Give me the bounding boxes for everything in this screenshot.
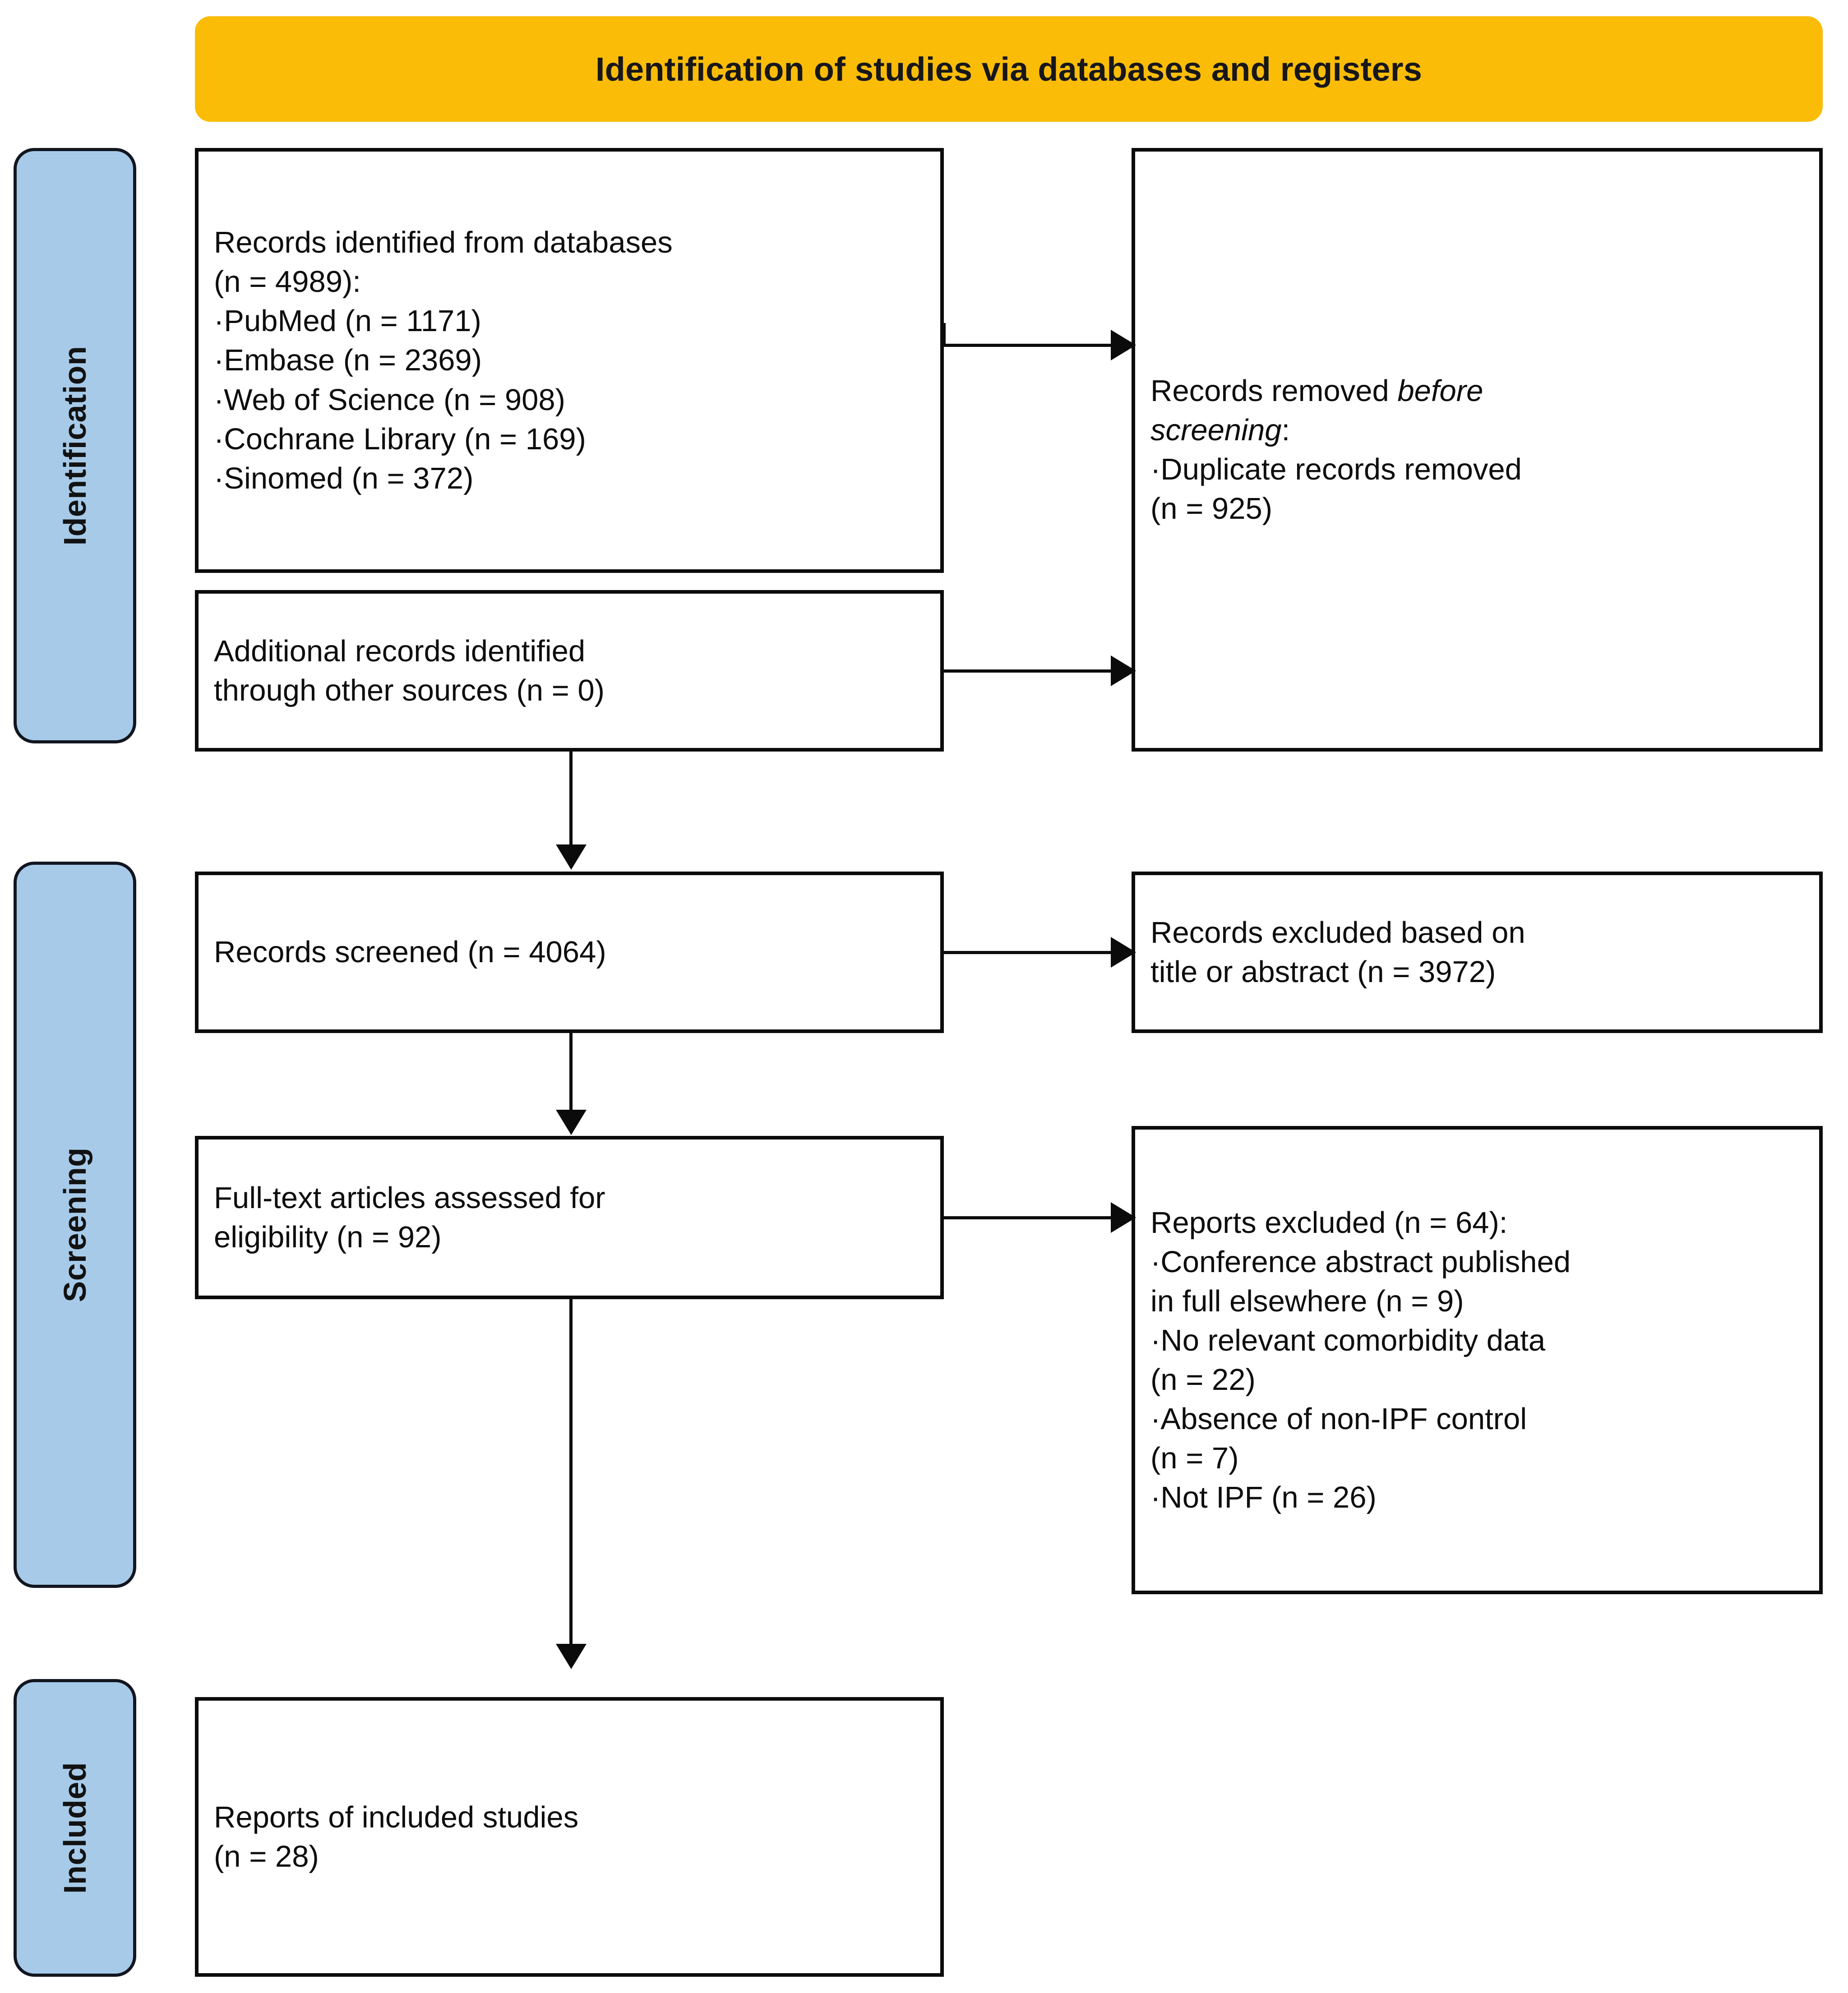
box-reports-excluded: Reports excluded (n = 64): ·Conference a…: [1132, 1126, 1823, 1594]
connector-fulltext-to-included: [569, 1298, 573, 1647]
line-records-removed-0: Records removed before: [1150, 371, 1804, 411]
line-records-identified-1: (n = 4989):: [214, 265, 361, 299]
connector-additional-to-screened: [569, 752, 573, 847]
box-reports-included-text: Reports of included studies (n = 28): [199, 1798, 940, 1876]
line-fulltext-assessed-0: Full-text articles assessed for: [214, 1181, 605, 1215]
connector-screened-to-excluded: [942, 951, 1114, 954]
connector-screened-to-fulltext: [569, 1032, 573, 1112]
line-reports-excluded-7: ·Not IPF (n = 26): [1150, 1481, 1377, 1515]
line-records-removed-2: ·Duplicate records removed: [1150, 452, 1522, 486]
line-records-identified-6: ·Sinomed (n = 372): [214, 461, 474, 495]
stage-label-identification: Identification: [57, 346, 92, 546]
text-records-removed-italic-screening: screening: [1150, 413, 1282, 447]
text-records-removed-colon: :: [1281, 413, 1290, 447]
line-fulltext-assessed-1: eligibility (n = 92): [214, 1220, 442, 1254]
stage-bar-included: Included: [14, 1679, 136, 1977]
text-records-removed-italic-before: before: [1397, 374, 1483, 408]
line-reports-excluded-4: (n = 22): [1150, 1363, 1256, 1397]
line-records-identified-5: ·Cochrane Library (n = 169): [214, 422, 586, 456]
arrowhead-additional-to-removed: [1111, 655, 1136, 686]
arrowhead-fulltext-to-reports-excluded: [1111, 1202, 1136, 1233]
stage-bar-identification: Identification: [14, 148, 136, 743]
line-records-excluded-1: title or abstract (n = 3972): [1150, 955, 1496, 989]
box-records-removed-text: Records removed before screening: ·Dupli…: [1135, 371, 1819, 528]
line-reports-included-0: Reports of included studies: [214, 1800, 579, 1834]
stage-label-screening: Screening: [57, 1147, 92, 1302]
line-additional-records-1: through other sources (n = 0): [214, 674, 605, 707]
box-records-excluded: Records excluded based on title or abstr…: [1132, 872, 1823, 1033]
box-records-excluded-text: Records excluded based on title or abstr…: [1135, 913, 1819, 992]
arrowhead-additional-to-screened: [556, 844, 587, 870]
line-records-identified-3: ·Embase (n = 2369): [214, 343, 482, 378]
stage-bar-screening: Screening: [14, 862, 136, 1588]
stage-label-included: Included: [57, 1762, 92, 1894]
arrowhead-screened-to-fulltext: [556, 1110, 587, 1135]
box-reports-excluded-text: Reports excluded (n = 64): ·Conference a…: [1135, 1203, 1819, 1518]
line-reports-excluded-5: ·Absence of non-IPF control: [1150, 1402, 1527, 1436]
box-additional-records: Additional records identified through ot…: [195, 590, 944, 752]
banner-identification-header: Identification of studies via databases …: [195, 16, 1823, 122]
box-records-screened: Records screened (n = 4064): [195, 872, 944, 1033]
arrowhead-fulltext-to-included: [556, 1644, 587, 1669]
connector-additional-to-removed: [942, 669, 1114, 673]
connector-identified-to-removed-stub: [942, 323, 946, 346]
line-records-identified-0: Records identified from databases: [214, 226, 673, 260]
connector-identified-to-removed: [942, 344, 1114, 347]
arrowhead-identified-to-removed: [1111, 330, 1136, 360]
line-records-removed-1: screening:: [1150, 411, 1804, 450]
box-records-identified: Records identified from databases (n = 4…: [195, 148, 944, 573]
line-reports-included-1: (n = 28): [214, 1840, 319, 1873]
line-records-identified-4: ·Web of Science (n = 908): [214, 383, 565, 417]
line-reports-excluded-1: ·Conference abstract published: [1150, 1245, 1571, 1279]
box-additional-records-text: Additional records identified through ot…: [199, 632, 940, 710]
text-records-removed-prefix: Records removed: [1150, 374, 1398, 408]
line-reports-excluded-6: (n = 7): [1150, 1441, 1239, 1476]
line-records-excluded-0: Records excluded based on: [1150, 915, 1525, 950]
line-reports-excluded-0: Reports excluded (n = 64):: [1150, 1205, 1508, 1240]
box-reports-included: Reports of included studies (n = 28): [195, 1697, 944, 1977]
box-fulltext-assessed: Full-text articles assessed for eligibil…: [195, 1136, 944, 1299]
line-additional-records-0: Additional records identified: [214, 634, 586, 668]
line-records-removed-3: (n = 925): [1150, 492, 1273, 526]
connector-fulltext-to-reports-excluded: [942, 1216, 1114, 1219]
line-records-identified-2: ·PubMed (n = 1171): [214, 304, 481, 338]
box-records-identified-text: Records identified from databases (n = 4…: [199, 223, 940, 498]
line-records-screened-0: Records screened (n = 4064): [214, 935, 606, 969]
banner-title: Identification of studies via databases …: [595, 50, 1423, 88]
box-records-screened-text: Records screened (n = 4064): [199, 932, 940, 972]
box-fulltext-assessed-text: Full-text articles assessed for eligibil…: [199, 1178, 940, 1257]
box-records-removed: Records removed before screening: ·Dupli…: [1132, 148, 1823, 752]
line-reports-excluded-3: ·No relevant comorbidity data: [1150, 1323, 1546, 1357]
line-reports-excluded-2: in full elsewhere (n = 9): [1150, 1284, 1464, 1318]
arrowhead-screened-to-excluded: [1111, 937, 1136, 968]
